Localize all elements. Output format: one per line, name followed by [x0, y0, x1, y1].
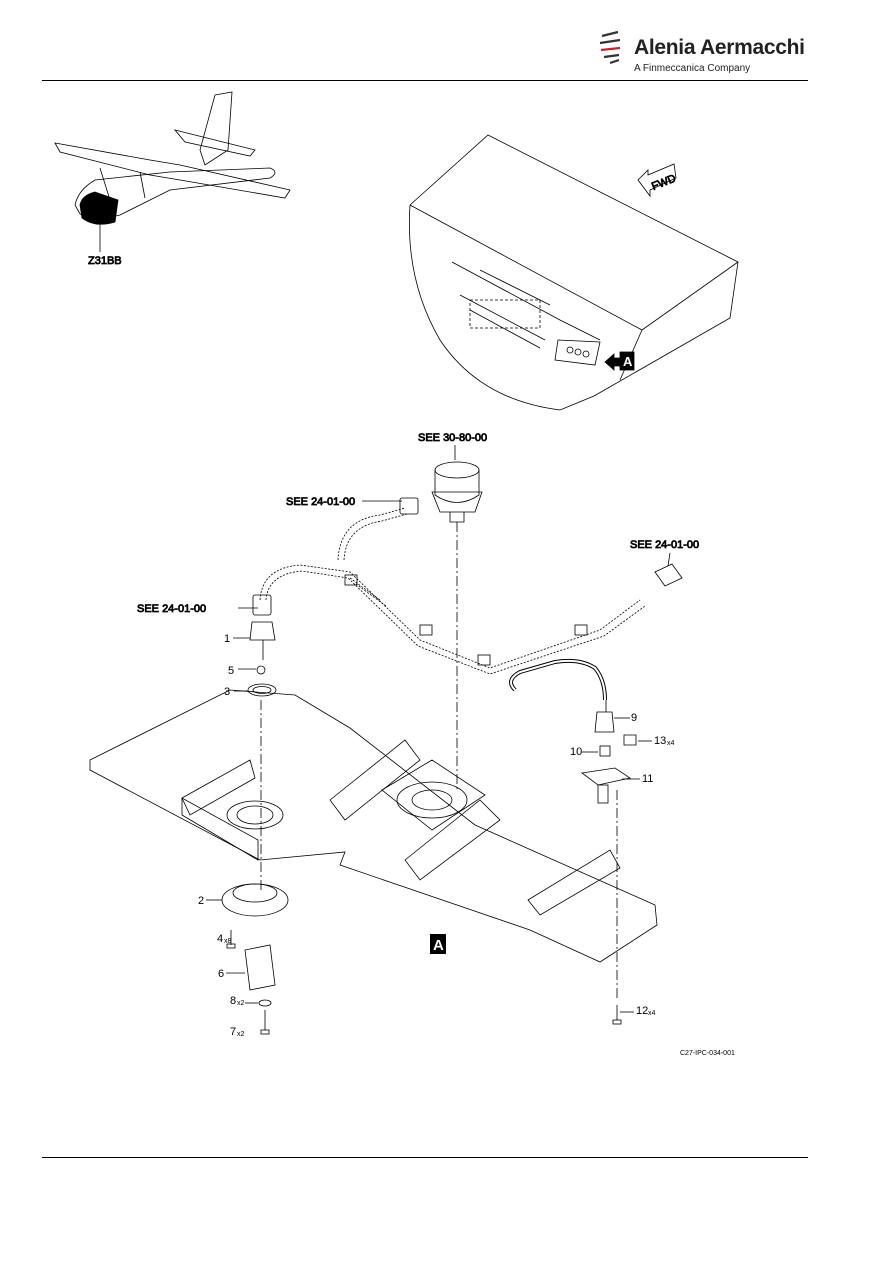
item-13-part [623, 734, 652, 746]
item-6-part [226, 944, 276, 991]
figure-id: C27-IPC-034-001 [680, 1050, 735, 1057]
item-label-1: 1 [224, 633, 230, 645]
item-label-7: 7 [230, 1026, 236, 1038]
logo-mark-icon [599, 30, 621, 65]
item-label-4: 4 [217, 933, 223, 945]
item-label-12: 12 [636, 1005, 648, 1017]
header-rule [42, 80, 808, 81]
item-label-2: 2 [198, 895, 204, 907]
item-1-part [233, 621, 276, 660]
item-label-3: 3 [224, 686, 230, 698]
item-5-part [238, 665, 266, 675]
item-2-part [206, 883, 289, 917]
item-10-part [582, 745, 611, 757]
wiring-harness [259, 507, 646, 675]
item-qty-7: x2 [237, 1031, 245, 1038]
item-8-part [245, 999, 272, 1007]
item-label-9: 9 [631, 712, 637, 724]
item-4-part [226, 930, 236, 949]
aircraft-locator-icon [54, 91, 291, 252]
item-3-part [234, 683, 277, 890]
ref-right: SEE 24-01-00 [630, 539, 699, 551]
fwd-label: FWD [650, 172, 678, 193]
item-label-11: 11 [642, 773, 653, 785]
view-a-callout-arrow: A [604, 351, 635, 371]
zone-label: Z31BB [88, 255, 122, 267]
view-marker-upper: A [623, 354, 633, 369]
item-label-5: 5 [228, 665, 234, 677]
footer-rule [42, 1157, 808, 1158]
item-7-part [260, 1010, 270, 1035]
item-11-part [580, 767, 640, 1000]
fuselage-section [409, 134, 739, 411]
item-qty-13: x4 [667, 740, 675, 747]
company-name: Alenia Aermacchi [634, 36, 805, 59]
ref-top: SEE 30-80-00 [418, 432, 487, 444]
item-label-6: 6 [218, 968, 224, 980]
item-label-13: 13 [654, 735, 666, 747]
fwd-arrow-icon: FWD [637, 163, 678, 198]
ref-left: SEE 24-01-00 [137, 603, 206, 615]
ref-upper-left: SEE 24-01-00 [286, 496, 355, 508]
indicator-unit [431, 461, 483, 790]
item-qty-12: x4 [648, 1010, 656, 1017]
item-9-part [594, 700, 630, 733]
item-qty-4: x8 [224, 938, 232, 945]
item-label-8: 8 [230, 995, 236, 1007]
item-12-part [612, 1005, 634, 1025]
company-logo: Alenia Aermacchi A Finmeccanica Company [598, 26, 805, 82]
company-subtitle: A Finmeccanica Company [634, 63, 751, 74]
view-a-box [430, 934, 446, 954]
connector-plugs [252, 497, 683, 666]
view-marker-lower: A [433, 937, 444, 954]
floor-panel [89, 689, 658, 963]
item-qty-8: x2 [237, 1000, 245, 1007]
item-label-10: 10 [570, 746, 582, 758]
